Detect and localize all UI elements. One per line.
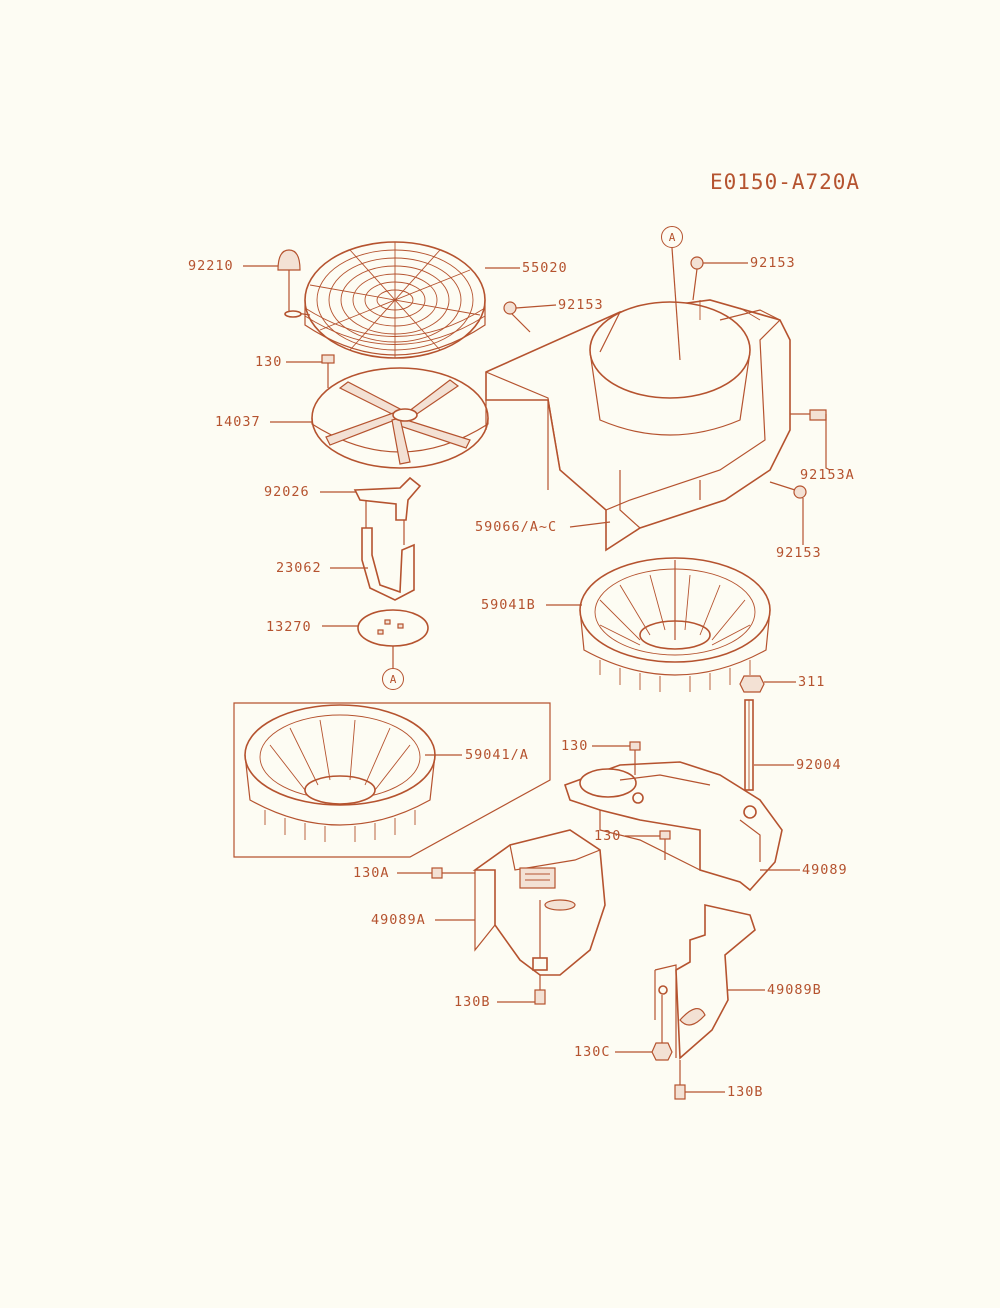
nut-311 xyxy=(739,675,765,693)
screw-92153-right xyxy=(769,481,807,499)
cap-nut-92210 xyxy=(277,249,311,318)
inset-box xyxy=(233,702,551,858)
flywheel-59041B xyxy=(579,557,771,692)
part-label-92026: 92026 xyxy=(264,484,310,500)
part-label-59066: 59066/A~C xyxy=(475,519,558,535)
bracket-23062 xyxy=(361,500,415,601)
shroud-49089A xyxy=(472,829,606,976)
part-label-130-plate: 130 xyxy=(561,738,589,754)
part-label-23062: 23062 xyxy=(276,560,322,576)
part-label-59041A: 59041/A xyxy=(465,747,529,763)
part-label-92153-mid: 92153 xyxy=(558,297,604,313)
part-label-311: 311 xyxy=(798,674,826,690)
shroud-49089B xyxy=(654,904,756,1060)
part-label-92004: 92004 xyxy=(796,757,842,773)
fan-housing-59066 xyxy=(485,299,791,552)
part-label-130C: 130C xyxy=(574,1044,611,1060)
part-label-55020: 55020 xyxy=(522,260,568,276)
part-label-13270: 13270 xyxy=(266,619,312,635)
part-label-130A: 130A xyxy=(353,865,390,881)
part-label-14037: 14037 xyxy=(215,414,261,430)
bolt-130-lower xyxy=(659,830,671,860)
bolt-130B-right xyxy=(674,1060,686,1100)
part-label-130-screen: 130 xyxy=(255,354,283,370)
reference-callout-a-top: A xyxy=(661,226,683,248)
part-label-130-lower: 130 xyxy=(594,828,622,844)
part-label-49089A: 49089A xyxy=(371,912,426,928)
part-label-92210: 92210 xyxy=(188,258,234,274)
part-label-59041B: 59041B xyxy=(481,597,536,613)
leader-lines xyxy=(243,262,831,1093)
nut-130C xyxy=(651,995,673,1061)
screw-92153-top xyxy=(690,256,704,301)
reference-callout-a-bottom: A xyxy=(382,668,404,690)
part-label-92153-right: 92153 xyxy=(776,545,822,561)
part-label-49089B: 49089B xyxy=(767,982,822,998)
part-label-130B-right: 130B xyxy=(727,1084,764,1100)
screw-92153A xyxy=(790,409,827,421)
stud-92004 xyxy=(744,699,754,791)
bolt-130B-left xyxy=(534,975,546,1005)
part-label-130B-left: 130B xyxy=(454,994,491,1010)
bolt-130A xyxy=(431,867,475,879)
part-label-92153A: 92153A xyxy=(800,467,855,483)
part-label-49089: 49089 xyxy=(802,862,848,878)
fan-screen-55020 xyxy=(304,241,486,359)
part-label-92153-top: 92153 xyxy=(750,255,796,271)
plate-13270 xyxy=(357,609,429,668)
baffle-49089 xyxy=(563,761,783,892)
flywheel-59041A xyxy=(244,704,436,842)
screw-92153-mid xyxy=(503,301,531,333)
spacer-plate-92026 xyxy=(353,476,422,521)
bolt-130-screen xyxy=(321,354,335,388)
diagram-code: E0150-A720A xyxy=(710,170,861,194)
fan-plate-14037 xyxy=(311,367,489,469)
